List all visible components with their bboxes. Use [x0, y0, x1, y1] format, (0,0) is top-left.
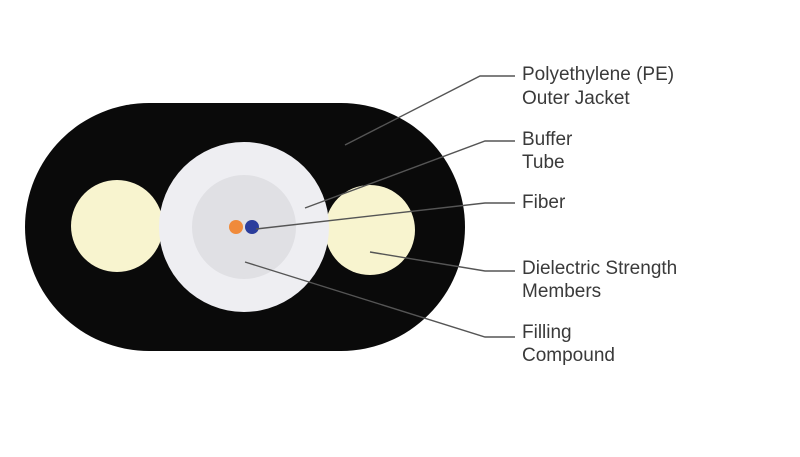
strength-member-right: [325, 185, 415, 275]
leader-line-buffer: [304, 140, 515, 209]
fiber-orange: [229, 220, 243, 234]
leader-line-strength: [369, 251, 515, 272]
label-strength-line2: Members: [522, 281, 601, 302]
label-filling-line2: Compound: [522, 345, 615, 366]
label-jacket-line2: Outer Jacket: [522, 88, 630, 109]
filling-compound: [192, 175, 296, 279]
label-filling-line1: Filling: [522, 322, 572, 343]
label-buffer-line2: Tube: [522, 152, 565, 173]
label-fiber: Fiber: [522, 192, 566, 213]
label-strength-line1: Dielectric Strength: [522, 258, 677, 279]
strength-member-left: [71, 180, 163, 272]
leader-line-fiber: [255, 202, 515, 230]
fiber-blue: [245, 220, 259, 234]
leader-line-filling: [244, 261, 515, 338]
label-buffer-line1: Buffer: [522, 129, 573, 150]
label-jacket-line1: Polyethylene (PE): [522, 64, 674, 85]
leader-line-jacket: [344, 75, 515, 146]
